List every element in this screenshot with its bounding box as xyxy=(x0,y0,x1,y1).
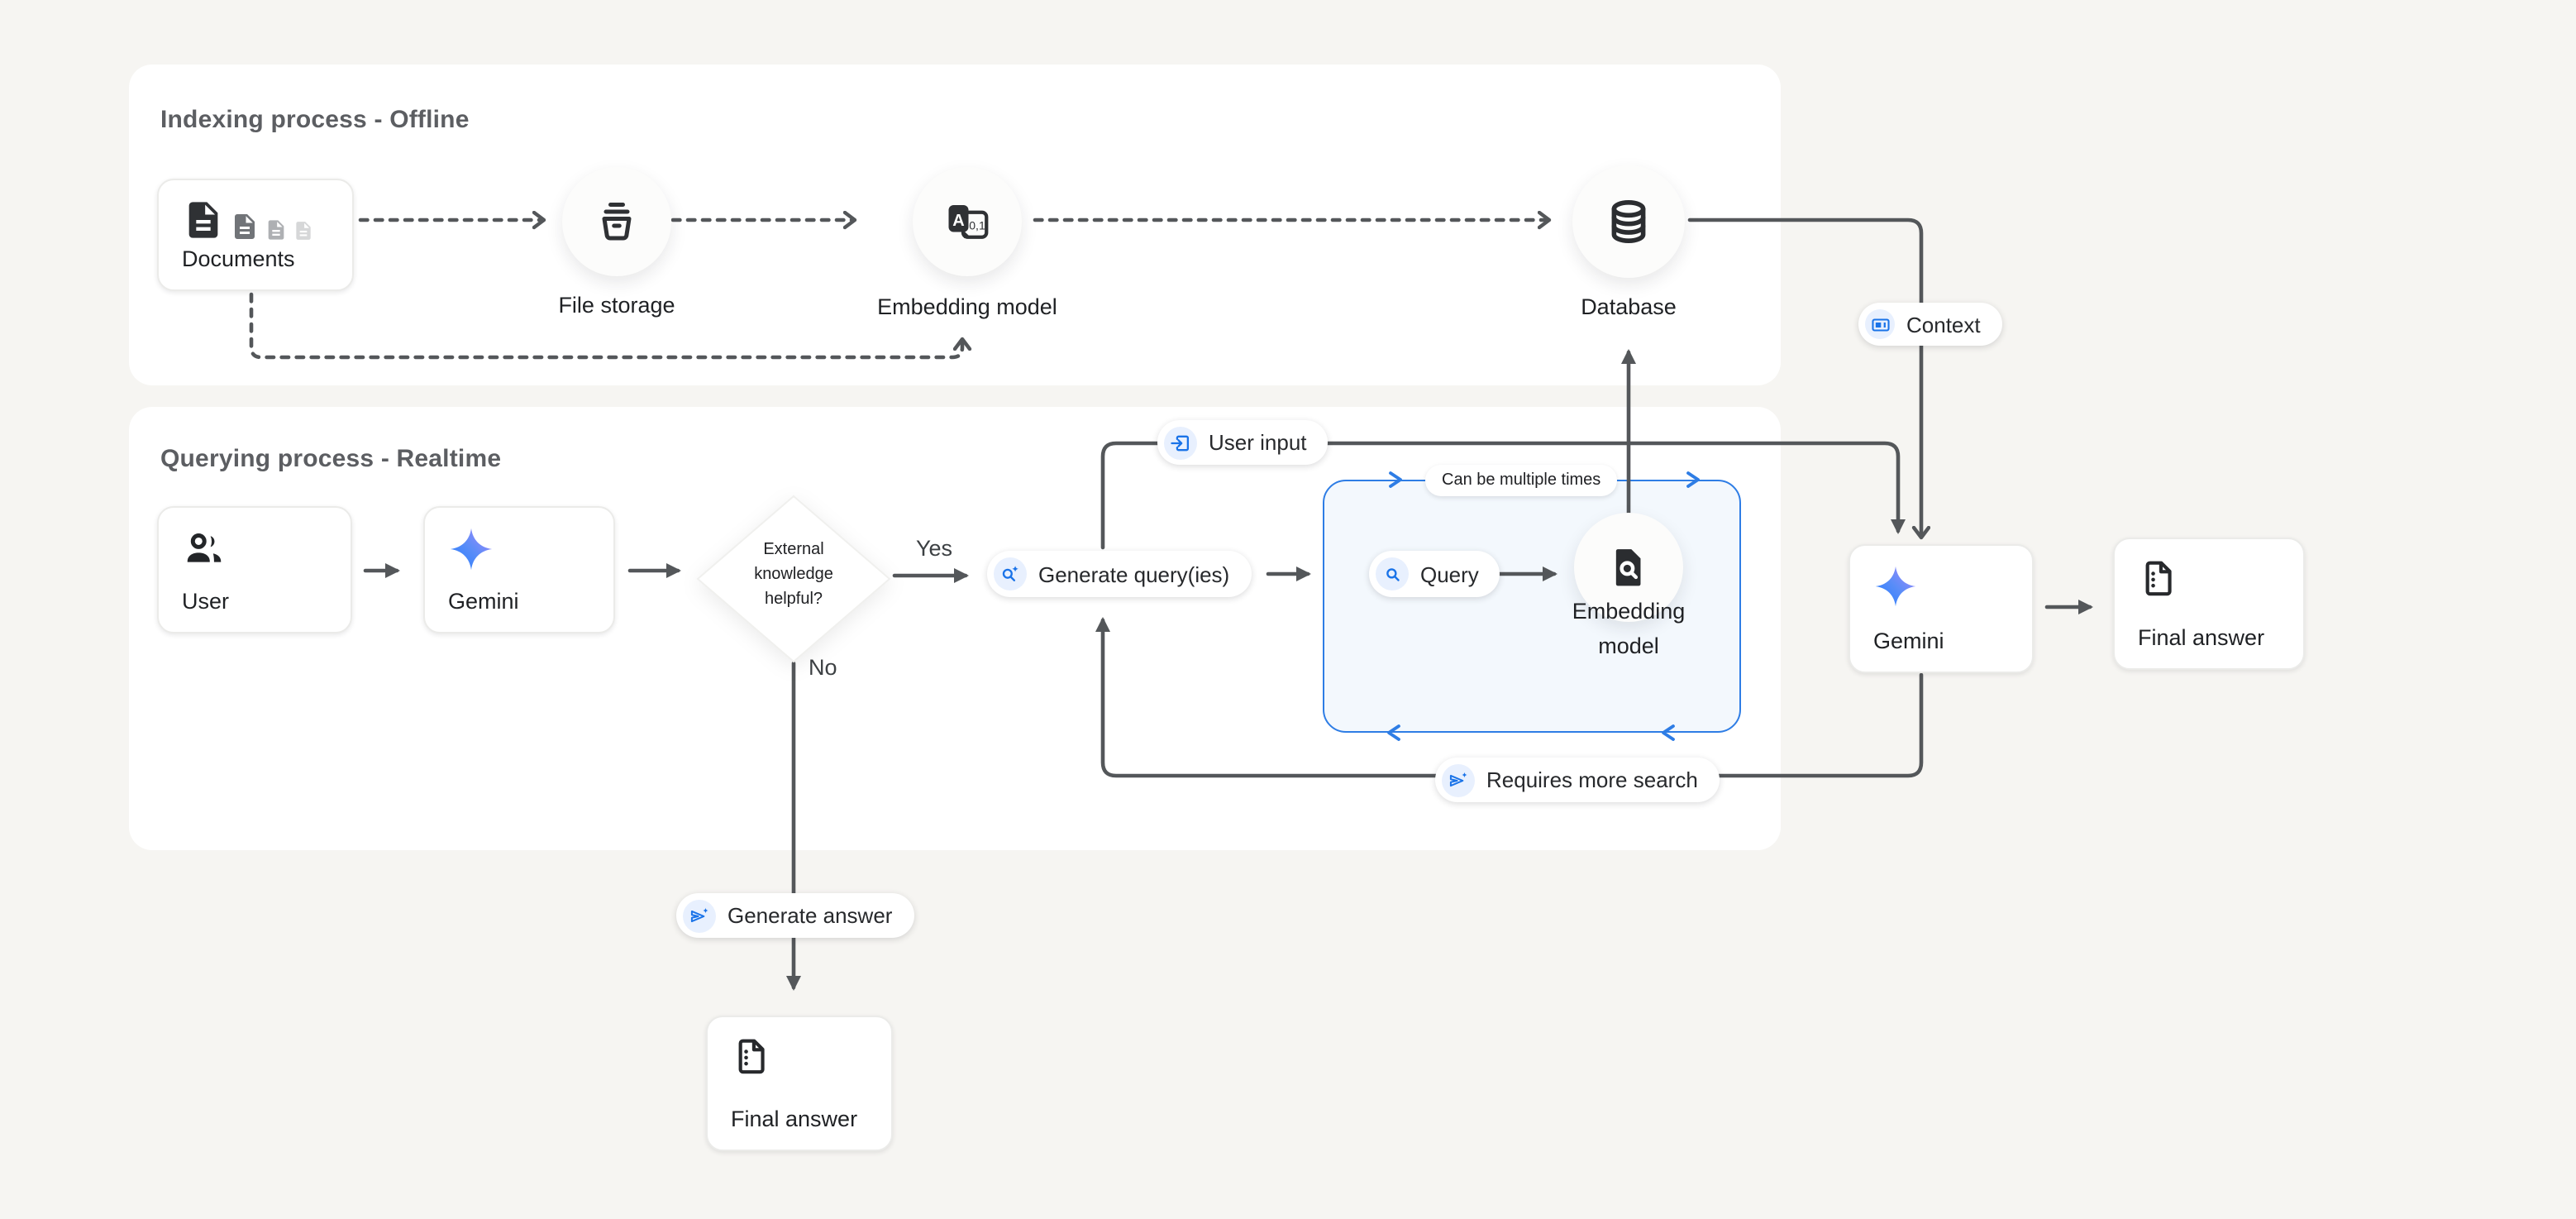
embedding-icon-digits: 0,1 xyxy=(969,218,985,232)
gemini-output-card: Gemini xyxy=(1849,544,2034,673)
database-icon xyxy=(1611,199,1646,244)
final-answer-bottom-label: Final answer xyxy=(731,1107,858,1131)
embedding-model-node: A 0,1 xyxy=(913,167,1022,276)
retrieval-loop-box xyxy=(1323,480,1741,733)
document-search-icon xyxy=(1615,549,1641,586)
file-storage-node xyxy=(562,167,671,276)
document-icon xyxy=(268,220,284,240)
user-label: User xyxy=(182,589,230,614)
context-label: Context xyxy=(1906,312,1981,337)
documents-icon-stack xyxy=(182,198,329,241)
loop-note-pill: Can be multiple times xyxy=(1425,465,1618,496)
user-card: User xyxy=(157,506,352,633)
user-input-label: User input xyxy=(1209,430,1307,455)
requires-more-search-label: Requires more search xyxy=(1486,767,1698,792)
file-storage-label: File storage xyxy=(558,293,675,318)
embedding-model-label: Embedding model xyxy=(877,294,1057,319)
document-icon xyxy=(188,202,218,238)
decision-question: External knowledge helpful? xyxy=(754,541,833,609)
decision-diamond xyxy=(694,493,893,673)
final-answer-bottom-card: Final answer xyxy=(706,1016,893,1151)
generate-queries-pill: Generate query(ies) xyxy=(987,551,1252,597)
draft-document-icon xyxy=(738,1039,765,1074)
gemini-output-label: Gemini xyxy=(1873,629,1944,653)
yes-label: Yes xyxy=(915,536,953,561)
edge-database-context-to-gemini xyxy=(1687,218,1921,536)
loop-chevron-top-left xyxy=(1389,471,1402,488)
loop-chevron-top-right xyxy=(1686,471,1700,488)
loop-chevron-bottom-right xyxy=(1662,724,1675,741)
indexing-panel-title: Indexing process - Offline xyxy=(160,106,470,134)
document-icon xyxy=(235,214,255,239)
query-embedding-node xyxy=(1574,513,1683,622)
context-icon xyxy=(1865,309,1895,339)
context-pill: Context xyxy=(1858,303,2002,346)
database-node xyxy=(1572,165,1685,278)
loop-chevron-bottom-left xyxy=(1387,724,1400,741)
final-answer-label: Final answer xyxy=(2138,625,2265,650)
edge-userinput-to-gemini xyxy=(1100,441,1906,550)
embedding-icon-letter: A xyxy=(952,212,964,230)
input-icon xyxy=(1164,426,1197,459)
query-embedding-label: Embedding model xyxy=(1572,599,1686,658)
search-spark-icon xyxy=(994,557,1027,590)
document-icon xyxy=(296,222,311,240)
draft-document-icon xyxy=(2145,561,2172,596)
final-answer-card: Final answer xyxy=(2113,538,2305,670)
send-spark-icon xyxy=(683,899,716,932)
gemini-label: Gemini xyxy=(448,589,519,614)
documents-card: Documents xyxy=(157,179,354,291)
embedding-model-icon: A 0,1 xyxy=(948,205,989,239)
edge-requires-more-search-loop xyxy=(1095,617,1924,778)
search-icon xyxy=(1376,557,1409,590)
file-storage-icon xyxy=(602,202,632,241)
documents-label: Documents xyxy=(182,246,295,271)
send-spark-icon xyxy=(1442,763,1475,796)
gemini-icon xyxy=(450,528,493,571)
gemini-icon xyxy=(1875,566,1916,607)
database-label: Database xyxy=(1581,294,1677,319)
generate-answer-label: Generate answer xyxy=(727,903,893,928)
query-pill: Query xyxy=(1369,551,1500,597)
generate-queries-label: Generate query(ies) xyxy=(1038,562,1230,586)
gemini-card: Gemini xyxy=(423,506,615,633)
querying-panel-title: Querying process - Realtime xyxy=(160,445,502,473)
generate-answer-pill: Generate answer xyxy=(676,893,914,938)
user-input-pill: User input xyxy=(1157,420,1329,465)
user-icon xyxy=(187,533,222,562)
query-label: Query xyxy=(1420,562,1479,586)
no-label: No xyxy=(809,655,837,680)
requires-more-search-pill: Requires more search xyxy=(1435,758,1720,802)
